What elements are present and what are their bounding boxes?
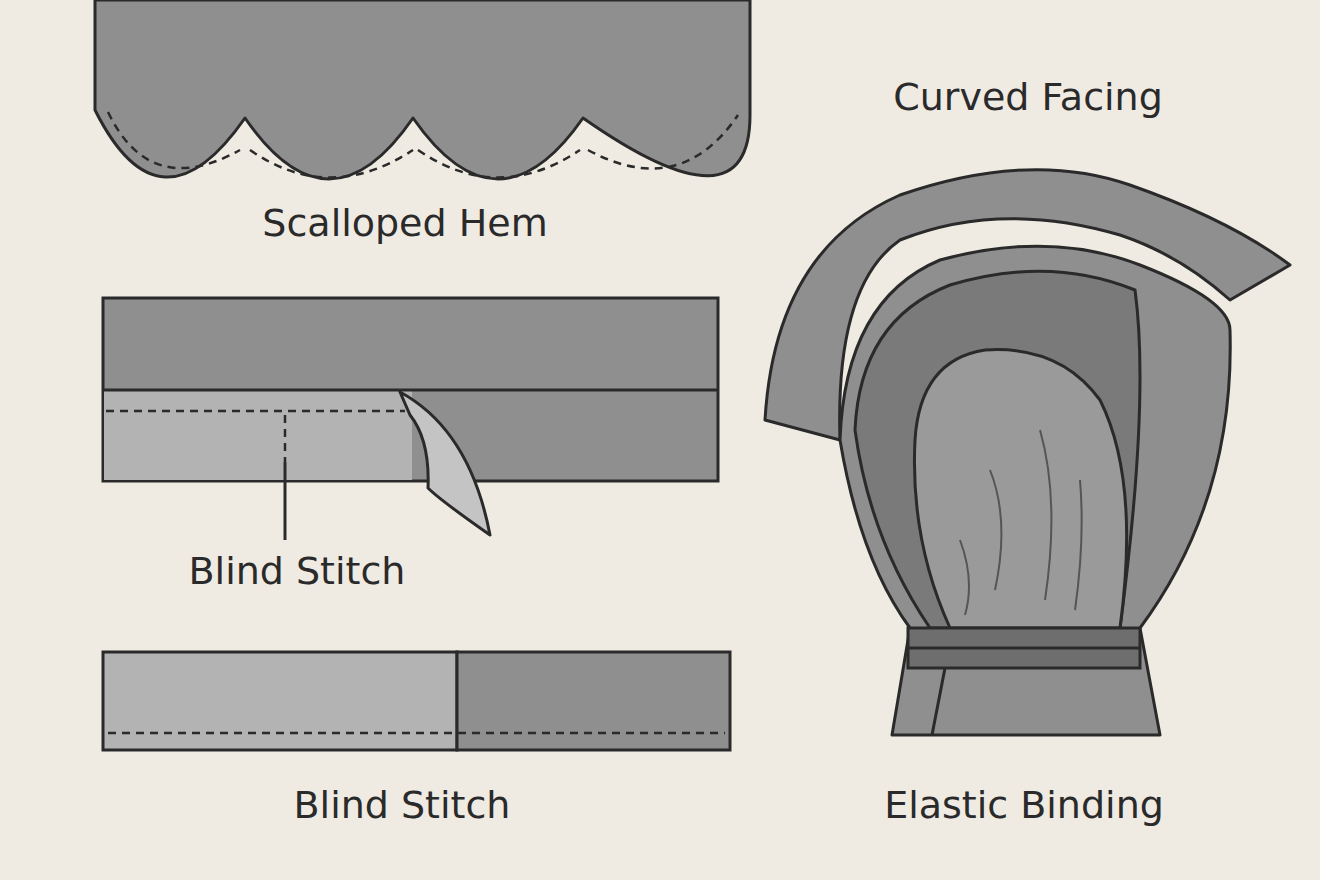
hem-stitching [108, 112, 738, 178]
part-label: Curved Facing [893, 75, 1163, 121]
elastic-band [908, 628, 1140, 668]
blind-stitch-fabric [103, 298, 718, 481]
blind-stitch-dark [457, 652, 730, 750]
blind-stitch-light [103, 652, 457, 750]
hem-flap [400, 392, 490, 535]
gather-folds [960, 430, 1082, 615]
garment-body [840, 246, 1230, 735]
inner-shadow [855, 271, 1140, 628]
band-line [908, 647, 1140, 650]
part-label: Scalloped Hem [262, 201, 547, 247]
fold-line [103, 389, 718, 392]
gathered-sleeve [914, 350, 1126, 628]
part-label: Elastic Binding [884, 783, 1164, 829]
part-label: Blind Stitch [189, 549, 406, 595]
scalloped-hem-fabric [95, 0, 750, 179]
folded-hem-allowance [104, 391, 412, 480]
seam-line [932, 668, 945, 735]
stitch-line [284, 415, 287, 462]
leader-line [284, 462, 287, 540]
stitch-line [106, 410, 405, 413]
stitch-line [108, 732, 725, 735]
part-label: Blind Stitch [294, 783, 511, 829]
